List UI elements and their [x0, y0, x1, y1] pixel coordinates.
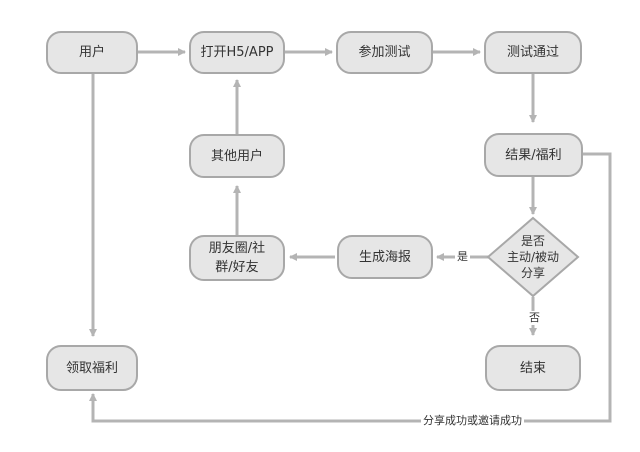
node-claim: 领取福利 [46, 345, 138, 391]
decision-text: 是否 主动/被动 分享 [506, 234, 560, 280]
node-open-app: 打开H5/APP [189, 31, 285, 74]
label-no: 否 [527, 311, 542, 325]
edge-result-to-claim [89, 152, 612, 423]
node-result: 结果/福利 [484, 133, 583, 177]
node-user: 用户 [46, 31, 138, 74]
node-join-test: 参加测试 [336, 31, 433, 74]
label-share-success: 分享成功或邀请成功 [421, 414, 524, 428]
node-poster: 生成海报 [337, 235, 433, 279]
node-other-users: 其他用户 [189, 134, 285, 178]
node-pass-test: 测试通过 [484, 31, 582, 74]
node-end: 结束 [485, 345, 581, 391]
decision-diamond [486, 216, 580, 298]
label-yes: 是 [455, 250, 470, 264]
node-moments: 朋友圈/社 群/好友 [189, 235, 285, 281]
